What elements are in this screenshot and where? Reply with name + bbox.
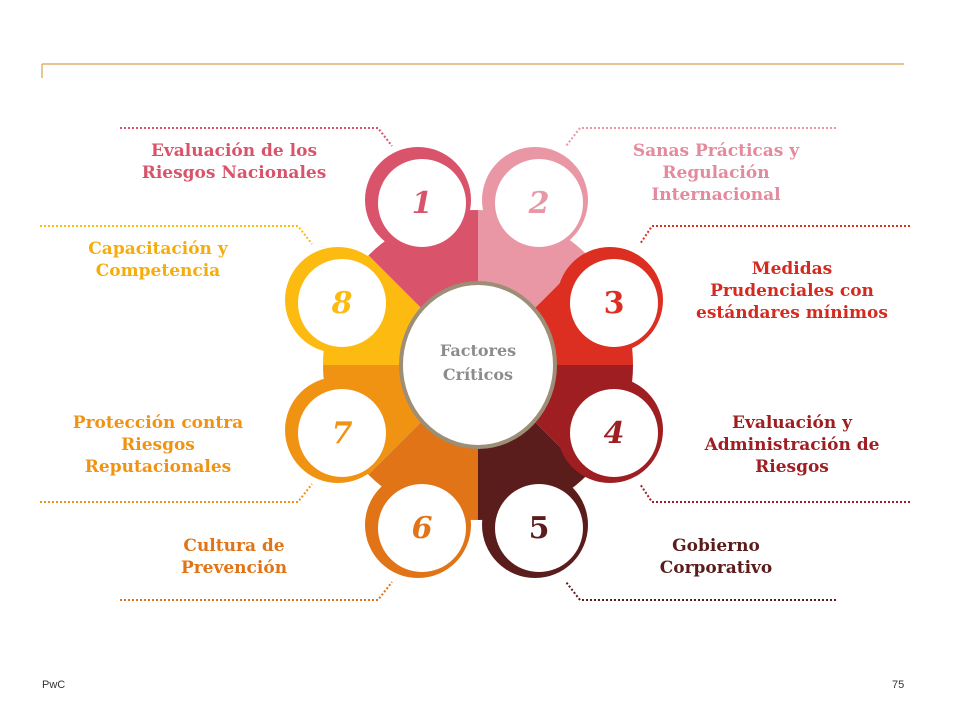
center-node: Factores Críticos (399, 281, 557, 449)
factor-number-1: 1 (412, 186, 433, 221)
factor-circles: 1 2 3 4 5 6 7 8 (285, 147, 663, 578)
factor-disc-5 (495, 484, 583, 572)
factor-number-4: 4 (604, 416, 625, 451)
factor-label-6-line-2: Prevención (180, 558, 288, 578)
factor-label-2-line-3: Internacional (651, 185, 781, 205)
factor-disc-4 (570, 389, 658, 477)
leader-line-3 (639, 225, 910, 245)
factor-node-2: 2 (482, 147, 588, 253)
factor-node-7: 7 (285, 377, 391, 483)
factor-disc-8 (298, 259, 386, 347)
leader-line-8 (40, 225, 313, 245)
factor-disc-7 (298, 389, 386, 477)
factor-node-6: 6 (365, 472, 471, 578)
factor-node-5: 5 (482, 472, 588, 578)
factor-node-3: 3 (557, 247, 663, 353)
factor-node-4: 4 (557, 377, 663, 483)
factor-number-7: 7 (332, 416, 353, 451)
factor-label-3-line-2: Prudenciales con (710, 281, 874, 301)
factor-label-7-line-1: Protección contra (72, 413, 244, 433)
factor-label-3-line-3: estándares mínimos (696, 303, 888, 323)
leader-line-6 (120, 581, 393, 601)
factor-label-2-line-2: Regulación (662, 163, 770, 183)
page-number: 75 (892, 679, 905, 691)
center-label-line-2: Críticos (443, 365, 513, 384)
factor-number-2: 2 (528, 186, 550, 221)
factor-label-3-line-1: Medidas (751, 259, 833, 279)
leader-line-4 (639, 483, 910, 503)
center-label-line-1: Factores (440, 341, 516, 360)
factor-disc-1 (378, 159, 466, 247)
leader-line-2 (565, 127, 836, 147)
factor-label-7-line-3: Reputacionales (84, 457, 232, 477)
footer-brand: PwC (42, 679, 66, 691)
center-ring (399, 281, 557, 449)
factor-label-4-line-2: Administración de (704, 435, 880, 455)
factor-label-5-line-2: Corporativo (659, 558, 773, 578)
factor-label-8-line-2: Competencia (95, 261, 221, 281)
factor-label-1-line-1: Evaluación de los (150, 141, 318, 161)
factor-number-5: 5 (529, 511, 550, 546)
leader-line-7 (40, 483, 313, 503)
factor-number-6: 6 (412, 511, 433, 546)
factor-label-4-line-3: Riesgos (755, 457, 829, 477)
leader-line-1 (120, 127, 393, 147)
factor-node-8: 8 (285, 247, 391, 353)
factor-number-8: 8 (331, 286, 353, 321)
factor-disc-3 (570, 259, 658, 347)
factor-label-1-line-2: Riesgos Nacionales (141, 163, 327, 183)
factor-label-6-line-1: Cultura de (183, 536, 285, 556)
leader-lines (40, 127, 910, 601)
factor-label-7-line-2: Riesgos (121, 435, 195, 455)
factor-node-1: 1 (365, 147, 471, 253)
factor-disc-2 (495, 159, 583, 247)
factor-label-5-line-1: Gobierno (672, 536, 760, 556)
factor-number-3: 3 (604, 286, 625, 321)
leader-line-5 (565, 581, 836, 601)
factor-label-2-line-1: Sanas Prácticas y (632, 141, 800, 161)
factor-disc-6 (378, 484, 466, 572)
factor-label-4-line-1: Evaluación y (732, 413, 852, 433)
factor-label-8-line-1: Capacitación y (88, 239, 228, 259)
